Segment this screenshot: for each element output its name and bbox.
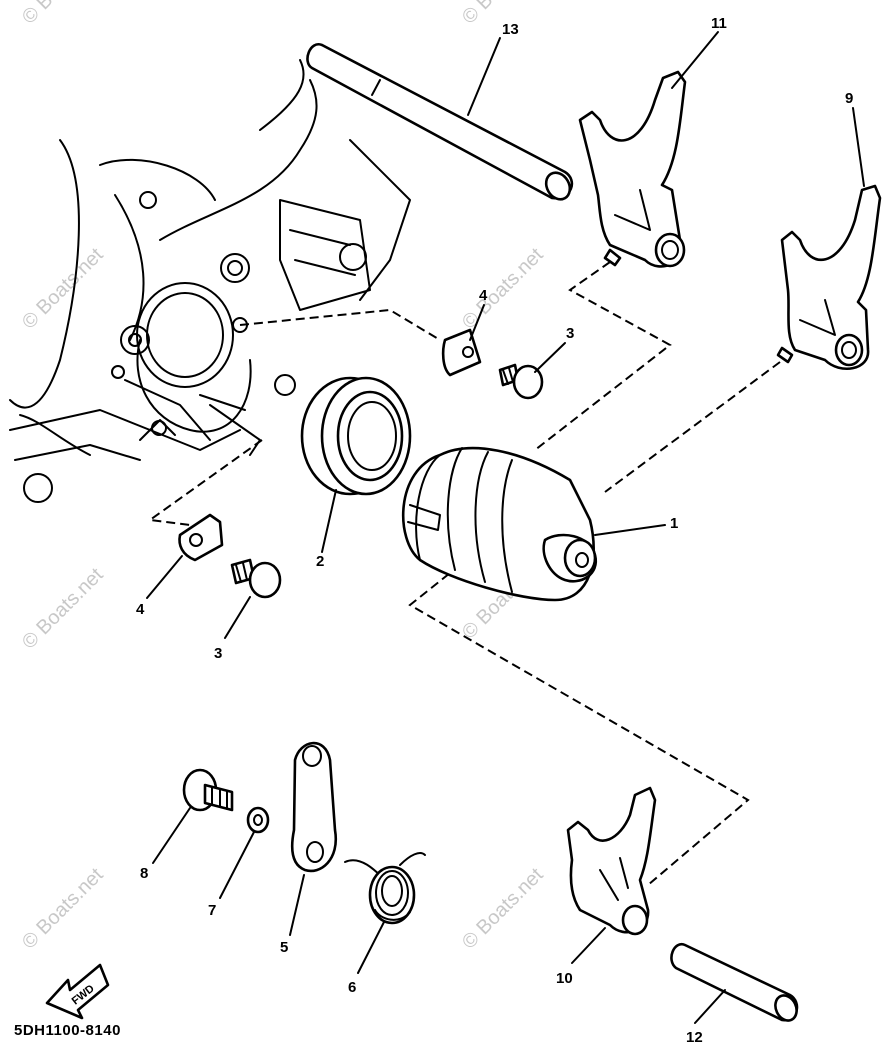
- callout-1: 1: [670, 515, 678, 532]
- bearing: [300, 376, 412, 496]
- watermark: © Boats.net: [458, 244, 548, 334]
- callout-10: 10: [556, 970, 573, 987]
- callout-7: 7: [208, 902, 216, 919]
- guide-bar: [670, 942, 799, 1022]
- watermark: © Boats.net: [18, 0, 108, 29]
- spring: [344, 852, 426, 925]
- washer: [246, 806, 270, 834]
- shift-fork-11: [578, 70, 687, 268]
- part-code: 5DH1100-8140: [14, 1022, 121, 1039]
- callouts: 13 11 9 4 3 1 2 4 3 8 7 5 6 10 12: [136, 15, 853, 1046]
- watermark: © Boats.net: [18, 244, 108, 334]
- watermark: © Boats.net: [458, 864, 548, 954]
- callout-9: 9: [845, 90, 853, 107]
- watermark: © Boats.net: [18, 864, 108, 954]
- shift-fork-shaft: [306, 43, 574, 201]
- bolt-upper: [498, 363, 544, 400]
- callout-5: 5: [280, 939, 288, 956]
- shift-fork-10: [566, 786, 657, 936]
- callout-13: 13: [502, 21, 519, 38]
- callout-6: 6: [348, 979, 356, 996]
- callout-11: 11: [711, 15, 727, 32]
- callout-4-lower: 4: [136, 601, 145, 618]
- stopper-plate-lower: [178, 513, 224, 562]
- crankcase-outline: [9, 59, 411, 503]
- callout-4-upper: 4: [479, 287, 488, 304]
- shift-arm: [290, 741, 338, 873]
- bolt-lower: [230, 558, 282, 599]
- watermark: © Boats.net: [18, 564, 108, 654]
- callout-3-lower: 3: [214, 645, 222, 662]
- callout-8: 8: [140, 865, 148, 882]
- fwd-arrow-icon: FWD: [45, 963, 110, 1020]
- callout-3-upper: 3: [566, 325, 574, 342]
- leader-lines: [146, 31, 865, 1024]
- stopper-plate-upper: [441, 328, 482, 377]
- shift-drum: [402, 446, 598, 602]
- callout-12: 12: [686, 1029, 703, 1046]
- shift-fork-9: [776, 184, 882, 370]
- bolt-8: [182, 768, 234, 812]
- assembly-lines: [147, 261, 781, 886]
- callout-2: 2: [316, 553, 324, 570]
